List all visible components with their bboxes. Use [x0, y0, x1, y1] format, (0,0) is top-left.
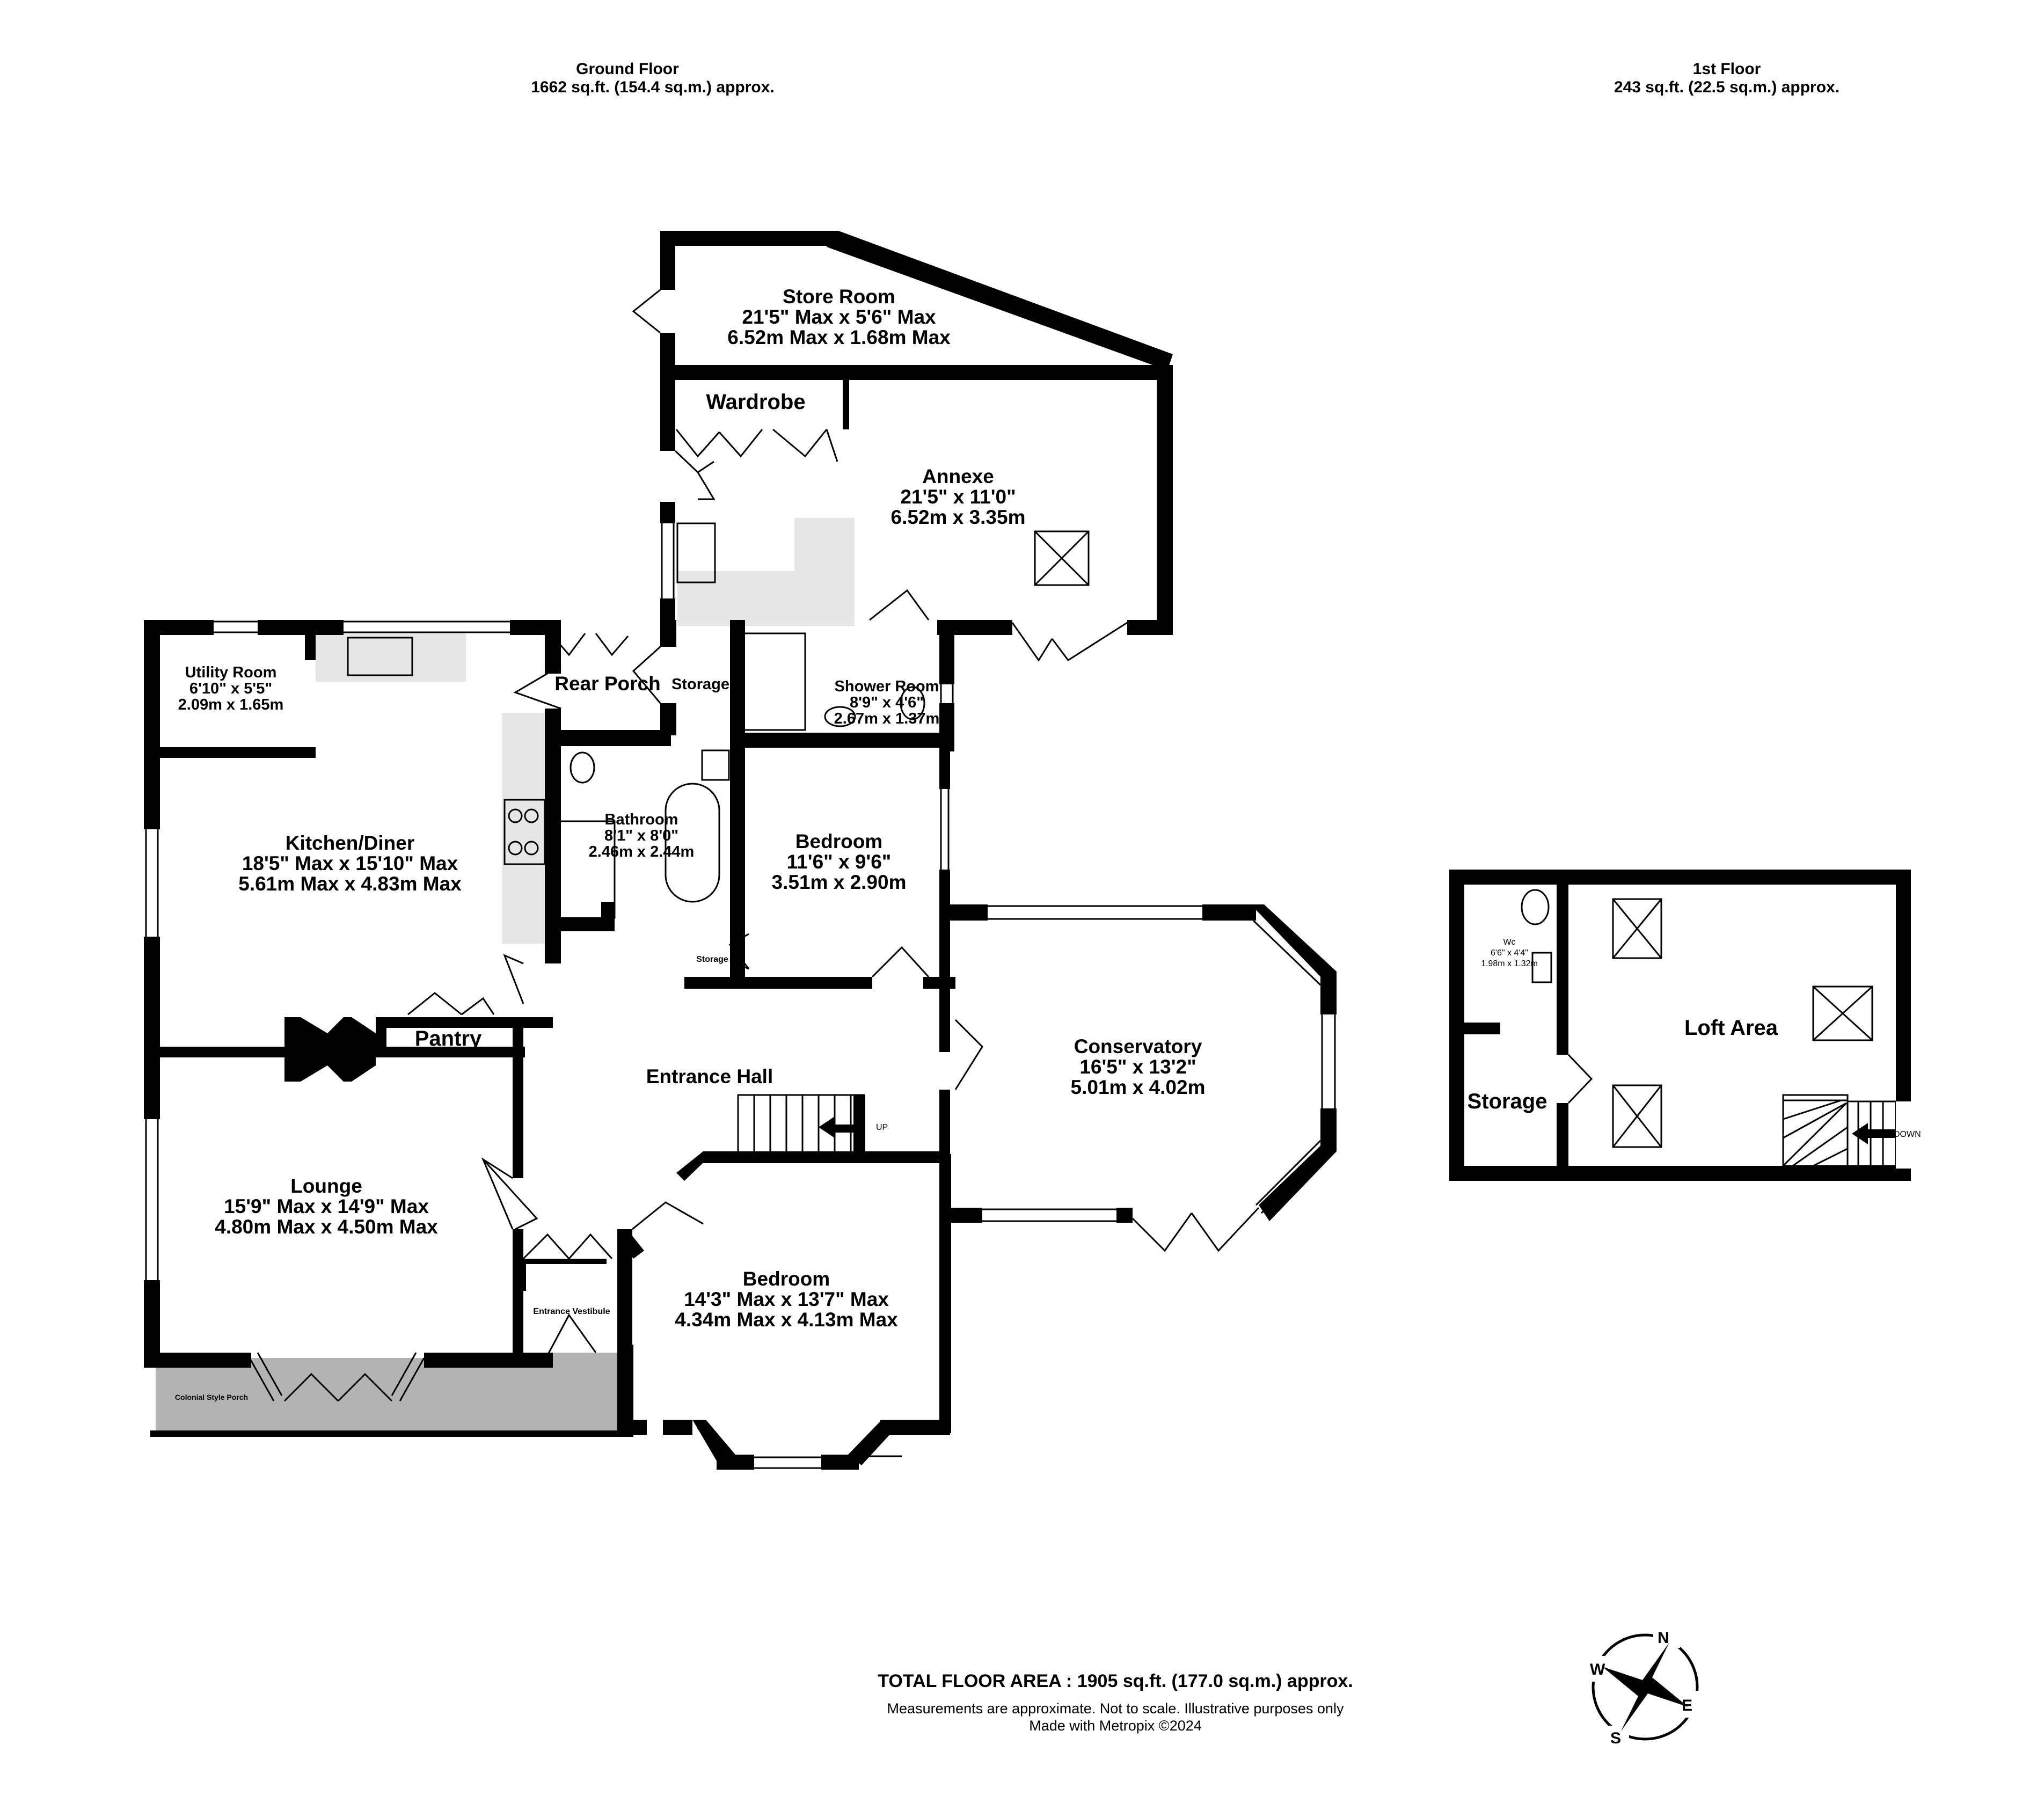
svg-text:5.61m Max x 4.83m Max: 5.61m Max x 4.83m Max: [238, 873, 462, 895]
storage-upper-label: Storage: [671, 676, 729, 693]
svg-text:6.52m Max x 1.68m Max: 6.52m Max x 1.68m Max: [727, 326, 951, 348]
storage-small-label: Storage: [696, 955, 728, 964]
stairs-down-label: DOWN: [1894, 1130, 1921, 1139]
bathroom-basin: [701, 749, 730, 781]
stairs-up-label: UP: [876, 1123, 888, 1132]
svg-text:Bedroom: Bedroom: [743, 1268, 830, 1290]
kitchen-diner-label: Kitchen/Diner 18'5" Max x 15'10" Max 5.6…: [238, 832, 462, 895]
compass-n: N: [1658, 1629, 1669, 1647]
annexe-skylight: [1034, 530, 1090, 586]
svg-text:8'1" x 8'0": 8'1" x 8'0": [604, 827, 678, 844]
svg-text:6.52m x 3.35m: 6.52m x 3.35m: [891, 506, 1026, 528]
svg-text:21'5" Max x 5'6" Max: 21'5" Max x 5'6" Max: [742, 306, 936, 328]
annexe-sink: [676, 522, 716, 583]
lounge-label: Lounge 15'9" Max x 14'9" Max 4.80m Max x…: [215, 1175, 438, 1238]
made-with-credit: Made with Metropix ©2024: [1029, 1718, 1202, 1734]
first-floor-area: 243 sq.ft. (22.5 sq.m.) approx.: [1614, 78, 1839, 96]
svg-text:Shower Room: Shower Room: [835, 678, 939, 695]
windows-and-doors: [145, 289, 1336, 1469]
loft-skylight-2: [1812, 985, 1873, 1041]
annexe-worktop-return: [794, 518, 855, 577]
svg-text:Utility Room: Utility Room: [185, 664, 277, 681]
svg-text:Conservatory: Conservatory: [1074, 1035, 1202, 1057]
fixtures: [347, 522, 925, 919]
loft-skylight-1: [1612, 898, 1662, 959]
svg-text:11'6" x 9'6": 11'6" x 9'6": [787, 851, 892, 873]
svg-text:2.67m x 1.37m: 2.67m x 1.37m: [834, 710, 940, 727]
loft-skylight-3: [1612, 1084, 1662, 1148]
svg-text:2.09m x 1.65m: 2.09m x 1.65m: [178, 696, 284, 713]
ground-floor-walls: [144, 231, 1337, 1470]
svg-text:16'5" x 13'2": 16'5" x 13'2": [1079, 1056, 1196, 1078]
svg-text:Wc: Wc: [1503, 938, 1515, 947]
svg-text:Bedroom: Bedroom: [795, 830, 882, 852]
bath: [665, 783, 720, 903]
rear-porch-label: Rear Porch: [554, 673, 660, 695]
compass-s: S: [1610, 1729, 1621, 1747]
loft-wc: [1521, 889, 1550, 925]
compass-e: E: [1682, 1697, 1692, 1714]
svg-text:1.98m x 1.32m: 1.98m x 1.32m: [1481, 959, 1538, 968]
bedroom-two-label: Bedroom 14'3" Max x 13'7" Max 4.34m Max …: [675, 1268, 898, 1331]
shower-room-label: Shower Room 8'9" x 4'6" 2.67m x 1.37m: [834, 678, 940, 727]
svg-text:4.80m Max x 4.50m Max: 4.80m Max x 4.50m Max: [215, 1216, 438, 1238]
shower-tray: [740, 632, 806, 731]
disclaimer: Measurements are approximate. Not to sca…: [887, 1700, 1344, 1717]
entrance-hall-label: Entrance Hall: [646, 1065, 773, 1087]
ground-floor-title: Ground Floor: [576, 60, 679, 78]
ground-floor-area: 1662 sq.ft. (154.4 sq.m.) approx.: [531, 78, 775, 96]
bathroom-label: Bathroom 8'1" x 8'0" 2.46m x 2.44m: [589, 811, 695, 860]
loft-basin: [1531, 952, 1552, 983]
svg-text:6'6" x 4'4": 6'6" x 4'4": [1491, 948, 1528, 958]
svg-text:4.34m Max x 4.13m Max: 4.34m Max x 4.13m Max: [675, 1309, 898, 1331]
svg-text:2.46m x 2.44m: 2.46m x 2.44m: [589, 843, 695, 860]
kitchen-sink: [347, 637, 413, 676]
svg-text:Store Room: Store Room: [783, 286, 895, 308]
wc-label: Wc 6'6" x 4'4" 1.98m x 1.32m: [1481, 938, 1538, 968]
bedroom-one-label: Bedroom 11'6" x 9'6" 3.51m x 2.90m: [772, 830, 907, 893]
svg-text:5.01m x 4.02m: 5.01m x 4.02m: [1071, 1076, 1206, 1098]
first-floor-details: [1521, 889, 1897, 1167]
vestibule-floor: [548, 1353, 620, 1436]
svg-text:Annexe: Annexe: [922, 465, 994, 487]
svg-text:Bathroom: Bathroom: [605, 811, 678, 828]
annexe-worktop: [677, 571, 855, 626]
wardrobe-label: Wardrobe: [706, 390, 805, 414]
svg-text:6'10" x 5'5": 6'10" x 5'5": [189, 680, 272, 697]
loft-storage-label: Storage: [1468, 1090, 1547, 1113]
svg-text:15'9" Max x 14'9" Max: 15'9" Max x 14'9" Max: [224, 1195, 429, 1217]
svg-text:21'5" x 11'0": 21'5" x 11'0": [900, 486, 1016, 508]
entrance-vestibule-label: Entrance Vestibule: [533, 1307, 610, 1316]
first-floor-labels: Wc 6'6" x 4'4" 1.98m x 1.32m Loft Area S…: [1468, 938, 1778, 1113]
compass-icon: N E S W: [1588, 1626, 1699, 1747]
svg-text:8'9" x 4'6": 8'9" x 4'6": [850, 694, 924, 711]
loft-area-label: Loft Area: [1684, 1016, 1778, 1040]
conservatory-label: Conservatory 16'5" x 13'2" 5.01m x 4.02m: [1071, 1035, 1206, 1098]
utility-room-label: Utility Room 6'10" x 5'5" 2.09m x 1.65m: [178, 664, 284, 713]
first-floor-title: 1st Floor: [1693, 60, 1761, 78]
shower-wc: [900, 686, 925, 720]
ground-floor-labels: Store Room 21'5" Max x 5'6" Max 6.52m Ma…: [175, 286, 1206, 1401]
svg-text:18'5" Max x 15'10" Max: 18'5" Max x 15'10" Max: [242, 852, 458, 874]
svg-text:Kitchen/Diner: Kitchen/Diner: [286, 832, 415, 854]
svg-text:14'3" Max x 13'7" Max: 14'3" Max x 13'7" Max: [684, 1288, 889, 1310]
compass-w: W: [1590, 1661, 1605, 1678]
svg-text:Lounge: Lounge: [290, 1175, 362, 1197]
stair-label-backing: [1896, 1101, 1912, 1169]
colonial-porch-label: Colonial Style Porch: [175, 1393, 248, 1401]
stairs-up: UP: [737, 1094, 888, 1159]
annexe-label: Annexe 21'5" x 11'0" 6.52m x 3.35m: [891, 465, 1026, 528]
store-room-label: Store Room 21'5" Max x 5'6" Max 6.52m Ma…: [727, 286, 951, 348]
pantry-label: Pantry: [415, 1027, 482, 1050]
total-floor-area: TOTAL FLOOR AREA : 1905 sq.ft. (177.0 sq…: [878, 1671, 1353, 1691]
shower-basin: [824, 706, 856, 727]
bathroom-wc: [570, 751, 595, 784]
svg-text:3.51m x 2.90m: 3.51m x 2.90m: [772, 871, 907, 893]
kitchen-hob: [503, 799, 546, 865]
down-arrow-icon: [1852, 1123, 1896, 1144]
bath-shower-tray: [554, 820, 616, 919]
kitchen-worktop-top: [316, 633, 466, 682]
